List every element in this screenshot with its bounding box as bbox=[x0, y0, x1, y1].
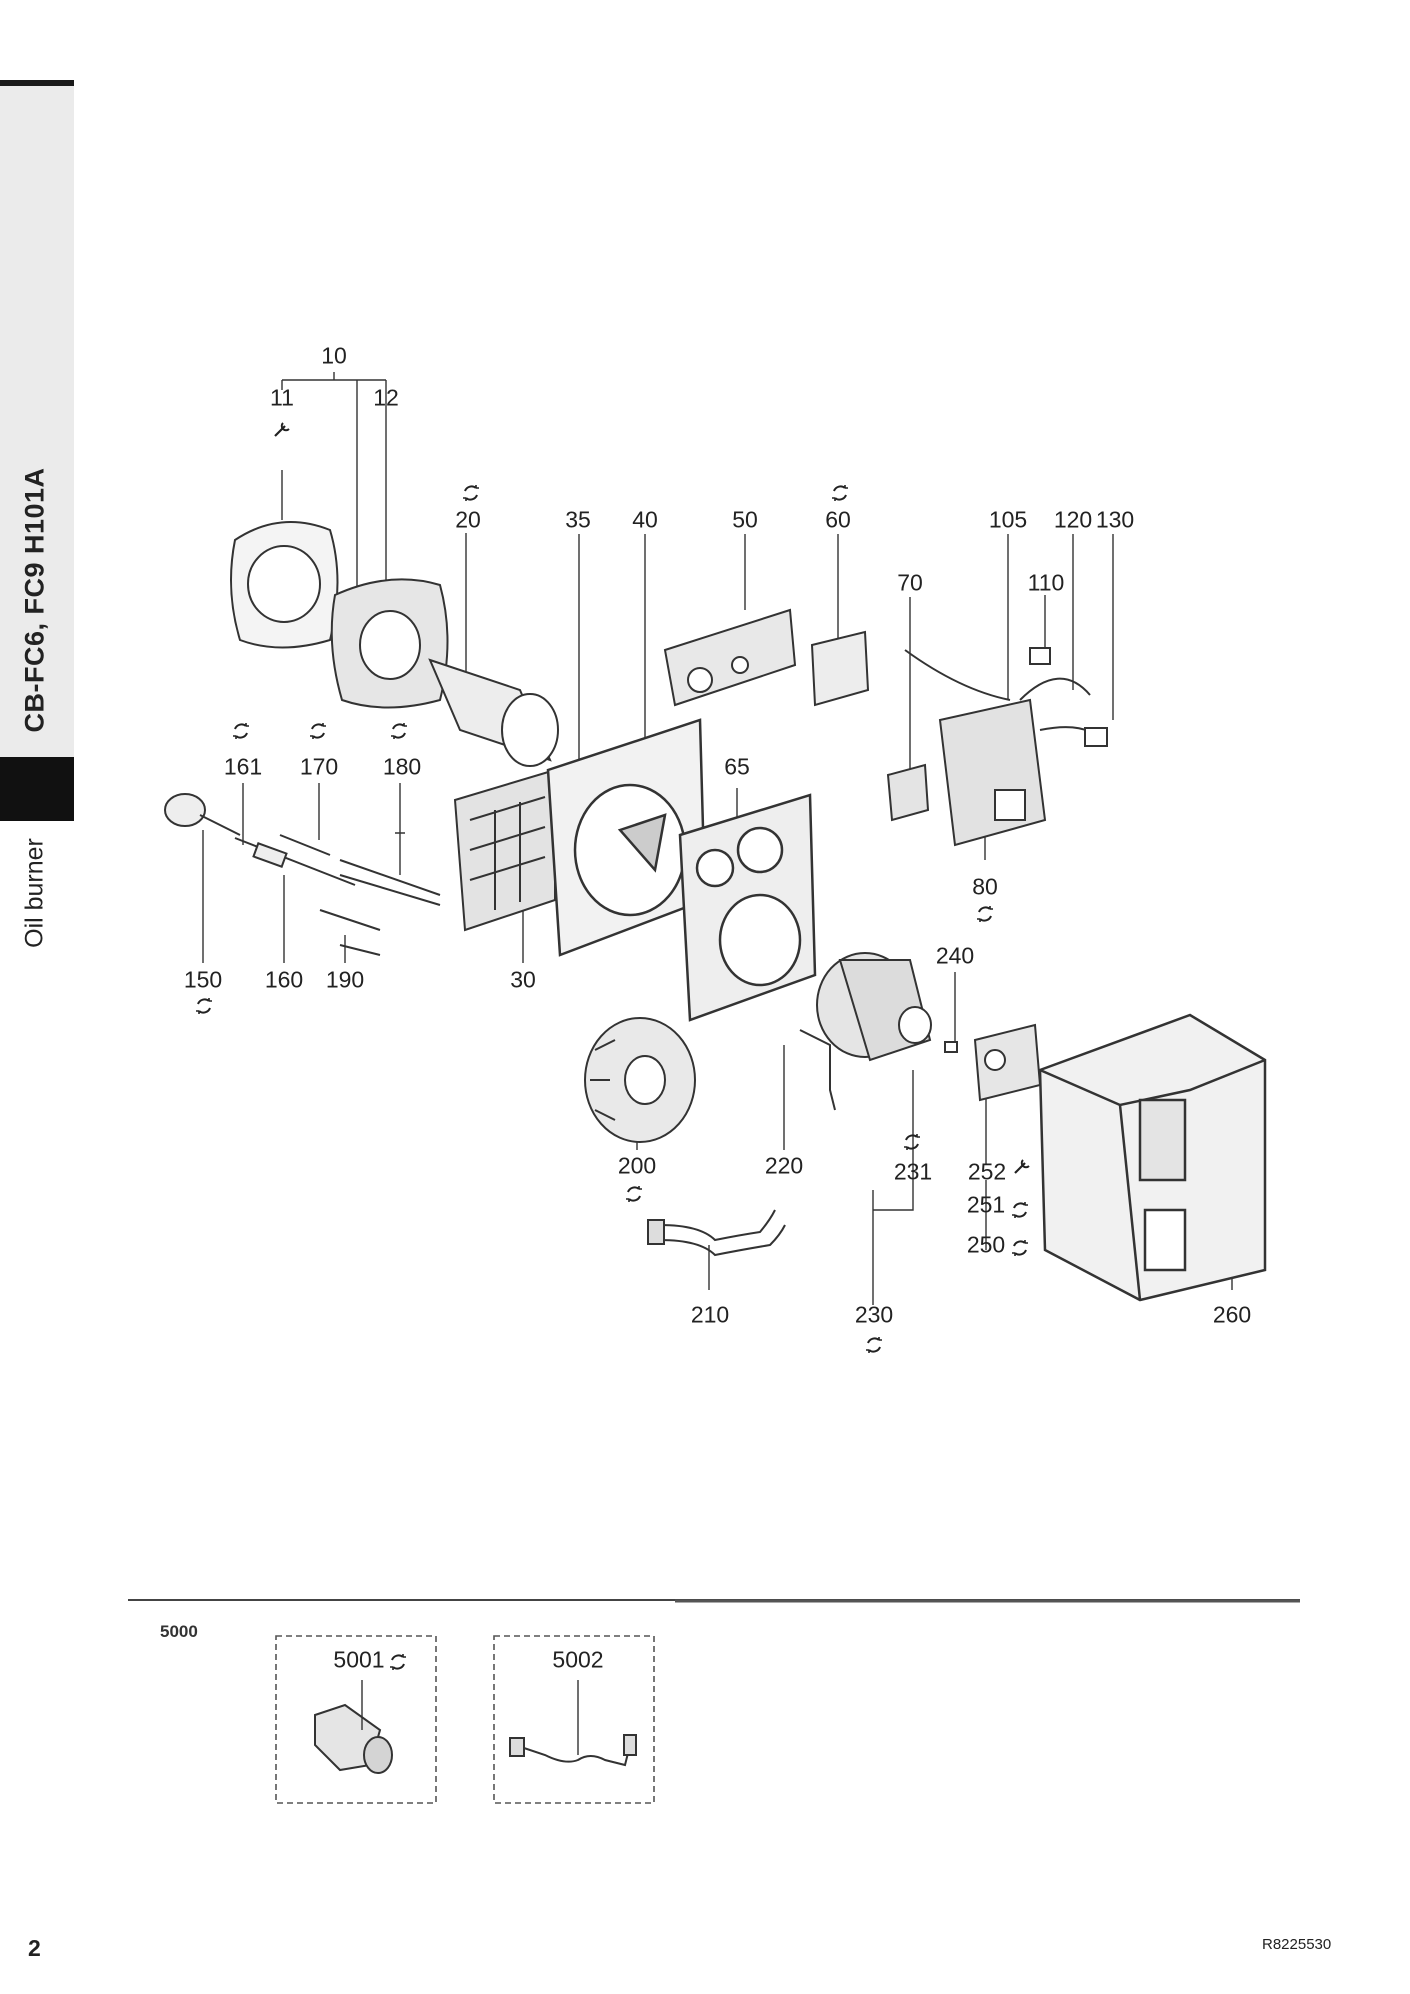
callout-5001: 5001 bbox=[333, 1646, 385, 1673]
part-air-intake bbox=[453, 768, 556, 932]
part-ignition-line bbox=[799, 1029, 836, 1111]
callout-250: 250 bbox=[966, 1231, 1006, 1258]
callout-161: 161 bbox=[223, 753, 263, 780]
callout-10: 10 bbox=[321, 342, 347, 369]
callout-160: 160 bbox=[264, 966, 304, 993]
part-control-unit bbox=[663, 608, 797, 707]
callout-180: 180 bbox=[382, 753, 422, 780]
callout-20: 20 bbox=[455, 506, 481, 533]
callout-50: 50 bbox=[732, 506, 758, 533]
callout-210: 210 bbox=[690, 1301, 730, 1328]
callout-5002: 5002 bbox=[552, 1646, 604, 1673]
kit-separator bbox=[128, 1599, 1300, 1603]
part-pipe bbox=[509, 1680, 637, 1767]
callout-231: 231 bbox=[893, 1158, 933, 1185]
sidebar-marker bbox=[0, 757, 74, 821]
callout-240: 240 bbox=[935, 942, 975, 969]
part-oil-pump bbox=[944, 1023, 1042, 1102]
callout-260: 260 bbox=[1212, 1301, 1252, 1328]
callout-60: 60 bbox=[825, 506, 851, 533]
part-blast-tube bbox=[428, 658, 559, 767]
part-mounting-plate bbox=[678, 793, 817, 1022]
kit-label: 5000 bbox=[160, 1622, 198, 1641]
callout-110: 110 bbox=[1027, 569, 1065, 596]
callout-35: 35 bbox=[565, 506, 591, 533]
part-flange bbox=[230, 521, 449, 709]
wrench-icon bbox=[273, 421, 291, 438]
callout-170: 170 bbox=[299, 753, 339, 780]
callout-65: 65 bbox=[724, 753, 750, 780]
wrench-icon bbox=[1013, 1158, 1031, 1175]
kit-boxes bbox=[275, 1635, 655, 1804]
callout-251: 251 bbox=[966, 1191, 1006, 1218]
part-connector bbox=[886, 763, 930, 822]
callout-30: 30 bbox=[510, 966, 536, 993]
part-nipple bbox=[314, 1680, 393, 1774]
callout-230: 230 bbox=[854, 1301, 894, 1328]
part-burner-control bbox=[904, 647, 1108, 847]
document-code: R8225530 bbox=[1262, 1936, 1332, 1953]
part-oil-hoses bbox=[647, 1209, 786, 1257]
callout-220: 220 bbox=[764, 1152, 804, 1179]
callout-40: 40 bbox=[632, 506, 658, 533]
callout-120: 120 bbox=[1053, 506, 1093, 533]
callout-150: 150 bbox=[183, 966, 223, 993]
callout-200: 200 bbox=[617, 1152, 657, 1179]
callout-252: 252 bbox=[967, 1158, 1007, 1185]
callout-190: 190 bbox=[325, 966, 365, 993]
part-nozzle-assembly bbox=[164, 793, 441, 956]
part-fan-wheel bbox=[584, 1017, 696, 1143]
callout-80: 80 bbox=[972, 873, 998, 900]
part-cover bbox=[1038, 1013, 1267, 1302]
leader-lines bbox=[202, 372, 1233, 1305]
callout-130: 130 bbox=[1095, 506, 1135, 533]
part-housing bbox=[546, 718, 707, 957]
sidebar-strip bbox=[0, 80, 74, 770]
callout-70: 70 bbox=[897, 569, 923, 596]
callout-12: 12 bbox=[373, 384, 399, 411]
callout-105: 105 bbox=[988, 506, 1028, 533]
callout-11: 11 bbox=[270, 384, 294, 411]
part-motor bbox=[816, 952, 932, 1062]
page-number: 2 bbox=[28, 1935, 41, 1961]
sidebar-top-rule bbox=[0, 80, 74, 86]
part-relay bbox=[810, 630, 870, 707]
